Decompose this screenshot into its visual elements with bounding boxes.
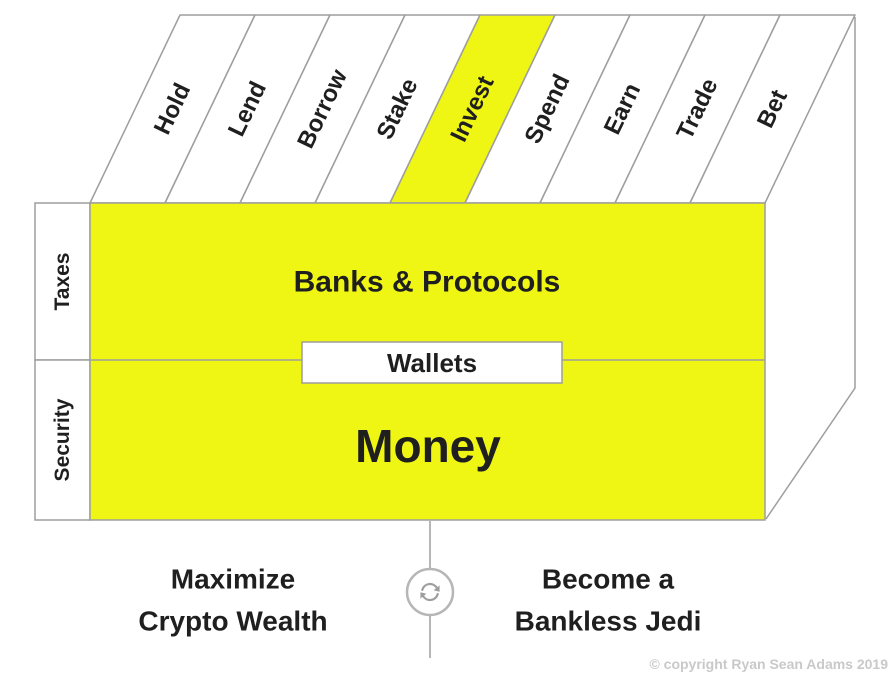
taxes-label: Taxes <box>51 253 74 311</box>
sync-arc-bottom <box>421 592 439 602</box>
sync-arc-top <box>421 582 439 592</box>
wallets-layer: Wallets <box>301 341 563 384</box>
sync-icon-circle <box>405 567 455 617</box>
top-action-strip: Lend <box>164 14 331 204</box>
top-action-strip-highlighted: Invest <box>389 14 556 204</box>
footer-right-line1: Become a <box>542 564 675 595</box>
top-actions: Hold Lend Borrow Stake Invest Spend Earn <box>89 14 856 204</box>
wallets-box-shape <box>301 341 563 384</box>
sync-icon <box>420 582 440 602</box>
sync-arrowhead-top <box>433 585 440 592</box>
box-right-face-edge <box>765 17 856 520</box>
row-label-taxes: Taxes <box>34 202 91 361</box>
money-label: Money <box>355 420 501 472</box>
security-box <box>34 359 91 521</box>
security-label: Security <box>51 398 74 481</box>
footer-left-line2: Crypto Wealth <box>138 606 327 637</box>
footer-left-line1: Maximize <box>171 564 296 595</box>
banks-protocols-label: Banks & Protocols <box>294 266 561 299</box>
copyright-notice: © copyright Ryan Sean Adams 2019 <box>649 656 888 672</box>
top-action-strip: Spend <box>464 14 631 204</box>
top-action-strip: Trade <box>614 14 781 204</box>
footer: Maximize Crypto Wealth Become a Bankless… <box>138 520 701 658</box>
sync-arrowhead-bottom <box>420 592 427 599</box>
row-label-security: Security <box>34 359 91 521</box>
wallets-label: Wallets <box>387 348 477 378</box>
footer-right-line2: Bankless Jedi <box>515 606 702 637</box>
main-box: Banks & Protocols Wallets Money <box>89 202 766 521</box>
